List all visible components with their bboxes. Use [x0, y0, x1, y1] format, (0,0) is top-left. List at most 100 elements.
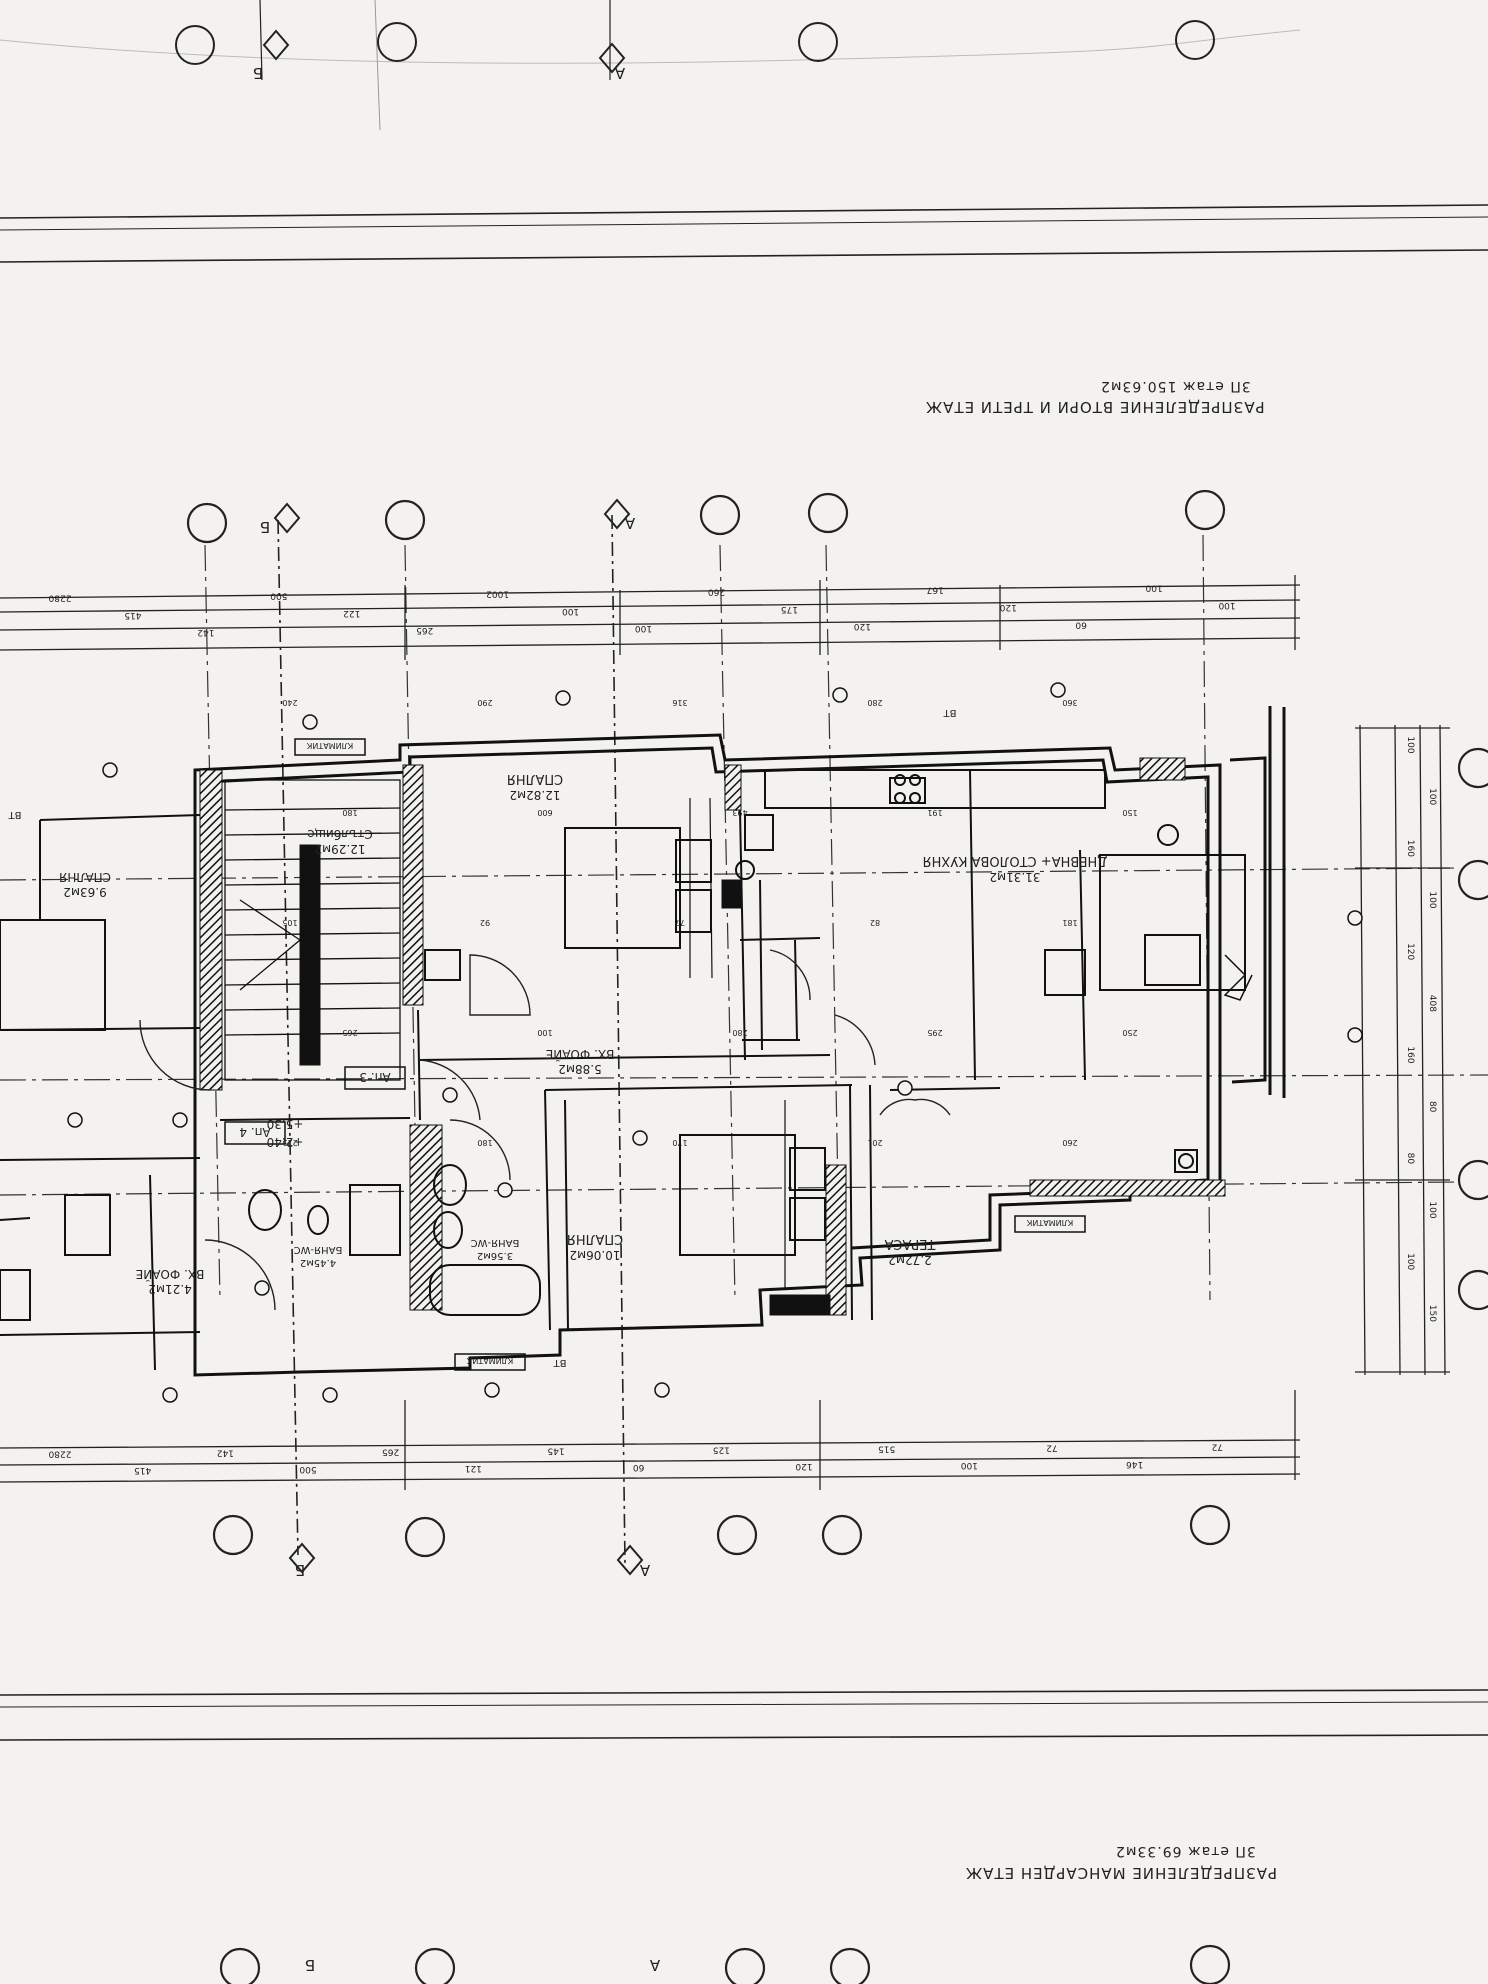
dimension-text: 120 — [853, 621, 870, 631]
label-entrance-foyer: ВХ. ФОАЙЕ 5.88м2 — [546, 1047, 615, 1076]
dimension-text: 120 — [795, 1461, 812, 1471]
room-name: Стълбище — [307, 827, 372, 841]
room-name: СПАЛНЯ — [59, 870, 111, 884]
dimension-text: 100 — [1145, 583, 1162, 593]
bt-tag-kitchen: ВТ — [943, 707, 957, 718]
dimension-text: 82 — [870, 918, 880, 927]
section-letters: Б А Б А Б А А Б — [253, 64, 660, 1974]
dimension-text: 80 — [1427, 1101, 1437, 1113]
top-axis-bubbles — [175, 20, 1215, 65]
room-area: 9.63м2 — [63, 885, 106, 899]
dimension-text: 150 — [1427, 1305, 1437, 1322]
dimension-text: 2280 — [48, 1449, 71, 1459]
bed-upper — [564, 797, 713, 979]
svg-text:Ап. 4: Ап. 4 — [239, 1125, 270, 1139]
label-bath-1: БАНЯ-WC 3.56м2 — [471, 1237, 520, 1261]
dimension-text: 100 — [1427, 1201, 1437, 1218]
dimension-text: 145 — [547, 1446, 564, 1456]
door-swings — [139, 949, 951, 1311]
room-name: БАНЯ-WC — [471, 1237, 520, 1248]
dimension-text: 175 — [781, 604, 798, 614]
stair-flight — [224, 779, 401, 1081]
left-room-outlines — [0, 820, 106, 1221]
dimension-text: 260 — [1062, 1138, 1077, 1147]
upper-floor-area: 3П етаж 150.63м2 — [1100, 378, 1251, 394]
dimension-text: 240 — [282, 698, 297, 707]
dimension-text: 500 — [270, 590, 287, 600]
section-mark-b: Б — [260, 518, 270, 536]
dimension-text: 500 — [299, 1464, 316, 1474]
room-name: ВХ. ФОАЙЕ — [136, 1267, 205, 1282]
ac-tag-top: КЛИМАТИК — [294, 738, 366, 756]
label-bedroom-1: СПАЛНЯ 12.82м2 — [507, 771, 563, 802]
label-living-kitchen: ДНЕВНА+ СТОЛОВА КУХНЯ 31.31м2 — [923, 853, 1108, 884]
dimension-text: 100 — [1405, 1253, 1415, 1270]
dimension-texts-top: 2280415142500122265100210010026017512016… — [48, 583, 1235, 638]
dimension-text: 100 — [1427, 788, 1437, 805]
dimension-text: 100 — [1218, 600, 1235, 610]
dimension-text: 100 — [562, 606, 579, 616]
label-stairs: Стълбище 12.29м2 — [307, 827, 372, 856]
room-area: 5.88м2 — [558, 1062, 601, 1076]
svg-text:Ап. 3: Ап. 3 — [359, 1070, 390, 1084]
section-mark-a: А — [649, 1956, 660, 1974]
dimension-text: 77 — [675, 918, 685, 927]
dimension-text: 146 — [1126, 1459, 1143, 1469]
apartment-4-tag: Ап. 4 — [224, 1121, 286, 1145]
dimension-lines-bottom — [0, 1390, 1301, 1490]
room-area: 4.21м2 — [148, 1282, 191, 1296]
label-foyer-left: ВХ. ФОАЙЕ 4.21м2 — [136, 1267, 205, 1296]
dimension-text: 265 — [342, 1028, 357, 1037]
room-area: 10.06м2 — [569, 1248, 620, 1262]
dimension-text: 225 — [282, 1138, 297, 1147]
upper-floor-title: РАЗПРЕДЕЛЕНИЕ ВТОРИ И ТРЕТИ ЕТАЖ — [925, 398, 1265, 416]
dimension-text: 60 — [633, 1462, 645, 1472]
dimension-text: 122 — [343, 608, 360, 618]
section-cut-lines — [277, 514, 626, 1566]
dimension-text: 92 — [480, 918, 490, 927]
svg-text:КЛИМАТИК: КЛИМАТИК — [466, 1356, 513, 1365]
dimension-text: 167 — [927, 585, 944, 595]
dimension-text: 100 — [635, 623, 652, 633]
bt-tag-left: ВТ — [8, 809, 22, 820]
room-name: ДНЕВНА+ СТОЛОВА КУХНЯ — [923, 853, 1108, 868]
dimension-text: 600 — [537, 808, 552, 817]
dimension-text: 360 — [1062, 698, 1077, 707]
room-name: СПАЛНЯ — [507, 771, 563, 786]
dimension-text: 121 — [465, 1463, 482, 1473]
section-mark-a: А — [614, 64, 625, 82]
dimension-text: 415 — [134, 1465, 151, 1475]
dimension-text: 415 — [124, 610, 141, 620]
dimension-text: 280 — [732, 1028, 747, 1037]
dimension-text: 515 — [878, 1444, 895, 1454]
dimension-text: 120 — [1405, 943, 1415, 960]
dimension-text: 100 — [1427, 891, 1437, 908]
section-mark-a: А — [624, 514, 635, 532]
dimension-text: 100 — [1405, 736, 1415, 753]
room-name: СПАЛНЯ — [567, 1231, 623, 1246]
dimension-text: 280 — [867, 698, 882, 707]
dimension-text: 142 — [197, 627, 214, 637]
dimension-text: 191 — [927, 808, 942, 817]
dimension-text: 80 — [1405, 1153, 1415, 1165]
ac-tag-bottom: КЛИМАТИК — [454, 1353, 526, 1371]
bath-fixtures — [0, 860, 1198, 1321]
section-mark-b: Б — [253, 64, 263, 82]
apartment-3-tag: Ап. 3 — [344, 1066, 406, 1090]
room-area: 12.82м2 — [509, 788, 560, 802]
dimension-text: 181 — [1062, 918, 1077, 927]
dimension-text: 160 — [1405, 840, 1415, 857]
level-markers — [67, 682, 1363, 1403]
room-name: БАНЯ-WC — [294, 1244, 343, 1255]
room-area: 4.45м2 — [300, 1257, 336, 1268]
dimension-text: 160 — [1405, 1046, 1415, 1063]
dimension-texts-bottom: 2280415142500265121145601251205151007214… — [48, 1442, 1223, 1475]
room-area: 2.72м2 — [888, 1253, 931, 1267]
label-bedroom-left: СПАЛНЯ 9.63м2 — [59, 870, 111, 899]
dimension-text: 290 — [477, 698, 492, 707]
dimension-text: 260 — [708, 587, 725, 597]
dimension-text: 201 — [867, 1138, 882, 1147]
